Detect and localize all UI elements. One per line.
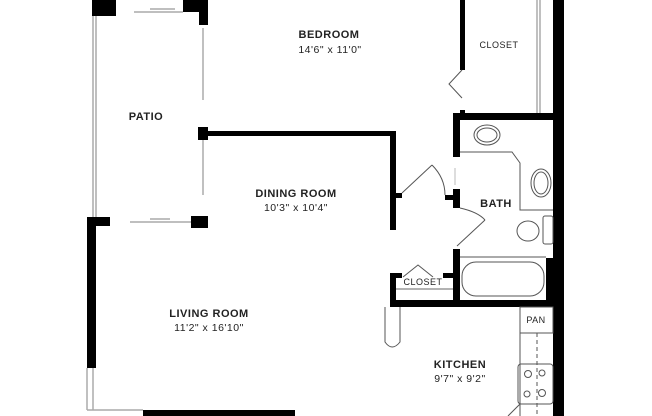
living-room-size: 11'2" x 16'10" <box>174 322 244 334</box>
living-room-label: LIVING ROOM <box>169 308 249 320</box>
patio-label: PATIO <box>128 111 164 123</box>
walls <box>87 0 564 416</box>
hall-closet-label: CLOSET <box>403 277 443 287</box>
fixtures <box>384 69 554 416</box>
bedroom-size: 14'6" x 11'0" <box>298 44 362 56</box>
dining-room-label: DINING ROOM <box>255 188 337 200</box>
kitchen-size: 9'7" x 9'2" <box>434 373 486 385</box>
dining-room-size: 10'3" x 10'4" <box>263 202 329 214</box>
pantry-label: PAN <box>526 315 546 325</box>
bath-label: BATH <box>480 198 512 210</box>
bedroom-label: BEDROOM <box>298 29 360 41</box>
glass-and-doors <box>86 0 541 411</box>
bedroom-closet-label: CLOSET <box>479 40 519 50</box>
kitchen-label: KITCHEN <box>433 359 487 371</box>
